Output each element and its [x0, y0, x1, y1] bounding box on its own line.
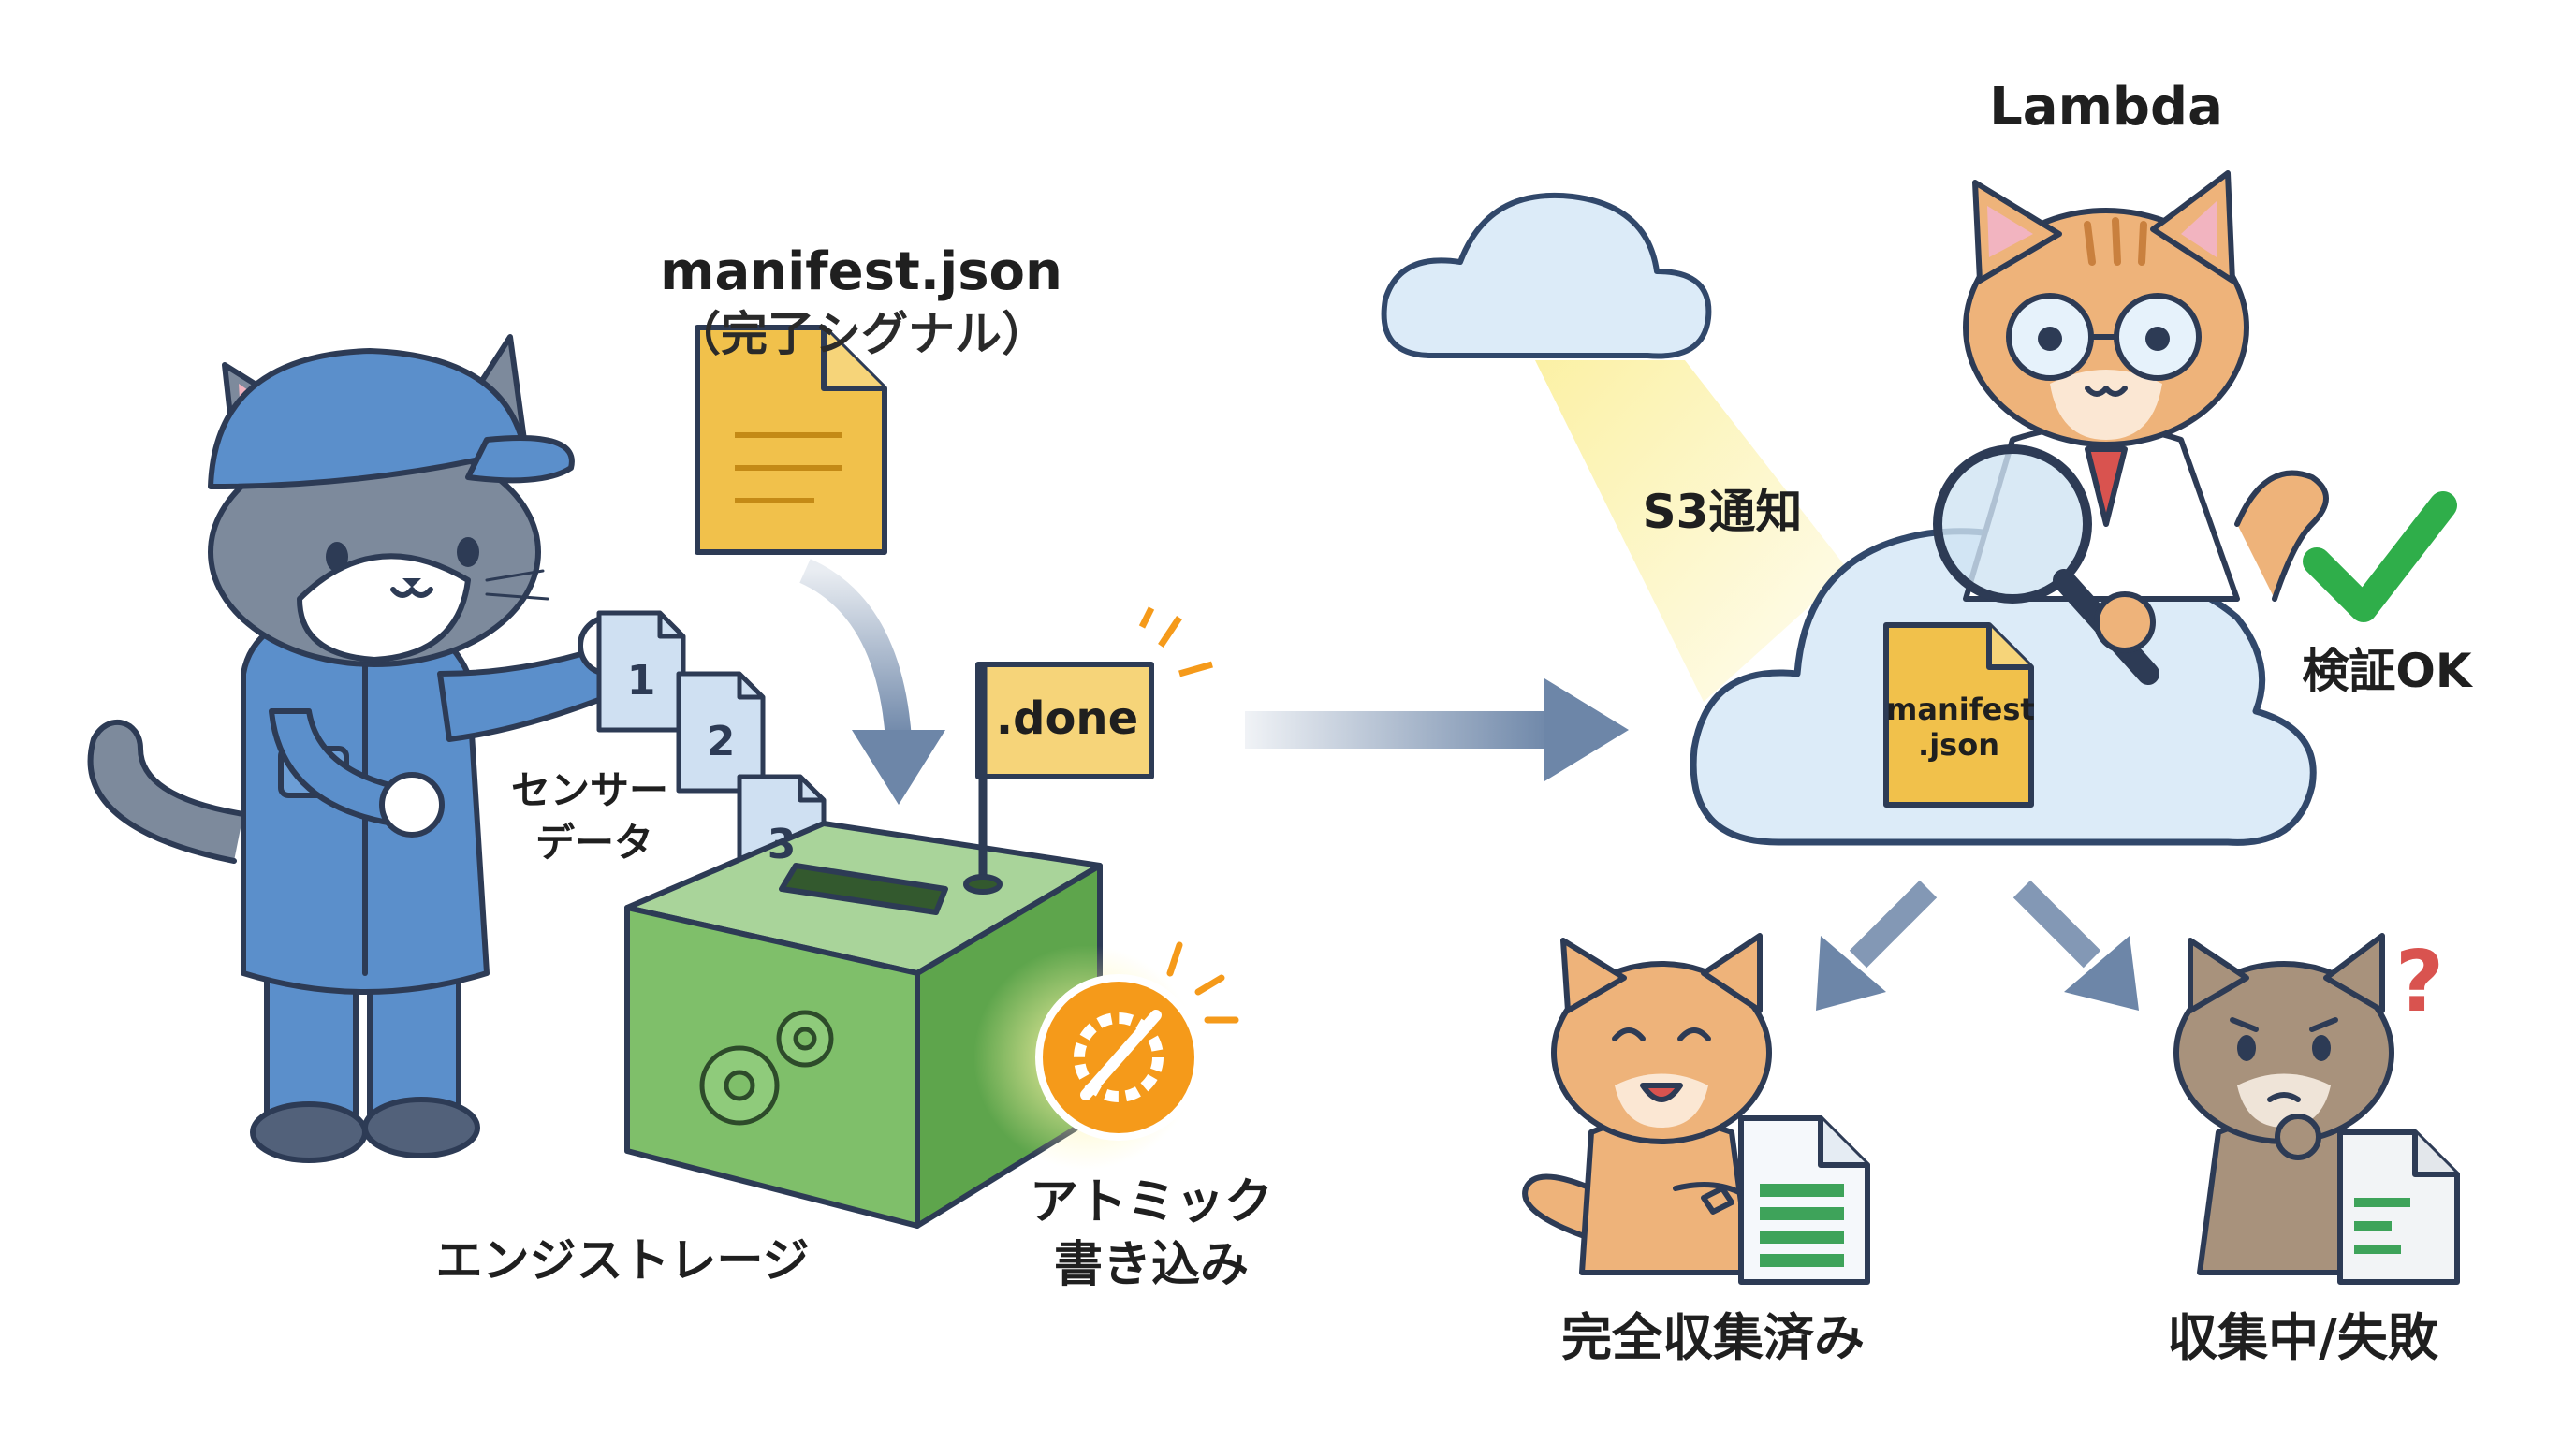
- atomic-write-badge-icon: [973, 941, 1239, 1170]
- verify-ok-label: 検証OK: [2302, 644, 2472, 698]
- arrow-to-complete: [1816, 936, 1886, 1011]
- sensor-file-2-number: 2: [707, 718, 736, 765]
- in-progress-failed-label: 収集中/失敗: [2167, 1308, 2438, 1367]
- atomic-write-label-line1: アトミック: [1029, 1174, 1273, 1231]
- small-cloud-icon: [1381, 192, 1712, 359]
- manifest-file-icon: [695, 325, 887, 555]
- lambda-label: Lambda: [1989, 77, 2223, 138]
- edge-storage-label: エンジストレージ: [435, 1233, 810, 1288]
- done-flag-label: .done: [995, 692, 1139, 745]
- sensor-data-label-line1: センサー: [510, 767, 668, 813]
- atomic-write-label-line2: 書き込み: [1053, 1237, 1249, 1293]
- diagram-svg-text: 1 2 3 ?: [627, 657, 2444, 1031]
- arrow-to-in-progress: [2064, 936, 2139, 1011]
- cloud-manifest-label-line2: .json: [1918, 727, 1999, 763]
- manifest-to-box-arrow: [798, 559, 945, 805]
- cloud-manifest-file-icon: [1883, 622, 2034, 808]
- complete-label: 完全収集済み: [1561, 1308, 1865, 1367]
- sensor-file-2-icon: [676, 671, 766, 794]
- cloud-manifest-label-line1: manifest: [1886, 692, 2035, 727]
- question-mark-icon: ?: [2395, 933, 2444, 1031]
- worker-cat-icon: [87, 334, 639, 1163]
- sensor-file-1-number: 1: [627, 657, 656, 705]
- happy-cat-icon: [1522, 933, 1870, 1285]
- sensor-file-3-number: 3: [768, 821, 797, 868]
- lambda-cat-icon: [1933, 170, 2329, 685]
- worried-cat-icon: [2174, 933, 2460, 1285]
- done-flag-icon: [963, 606, 1213, 895]
- manifest-title-label: manifest.json: [660, 241, 1062, 302]
- manifest-subtitle-label: （完了シグナル）: [674, 307, 1048, 361]
- s3-notify-beam: [1535, 360, 1849, 702]
- sensor-data-label-line2: データ: [534, 820, 653, 866]
- branch-arrows: [1816, 880, 2139, 1011]
- s3-notify-label: S3通知: [1642, 485, 1803, 539]
- check-mark-icon: [2303, 491, 2457, 622]
- flow-arrow-to-cloud: [1245, 678, 1629, 781]
